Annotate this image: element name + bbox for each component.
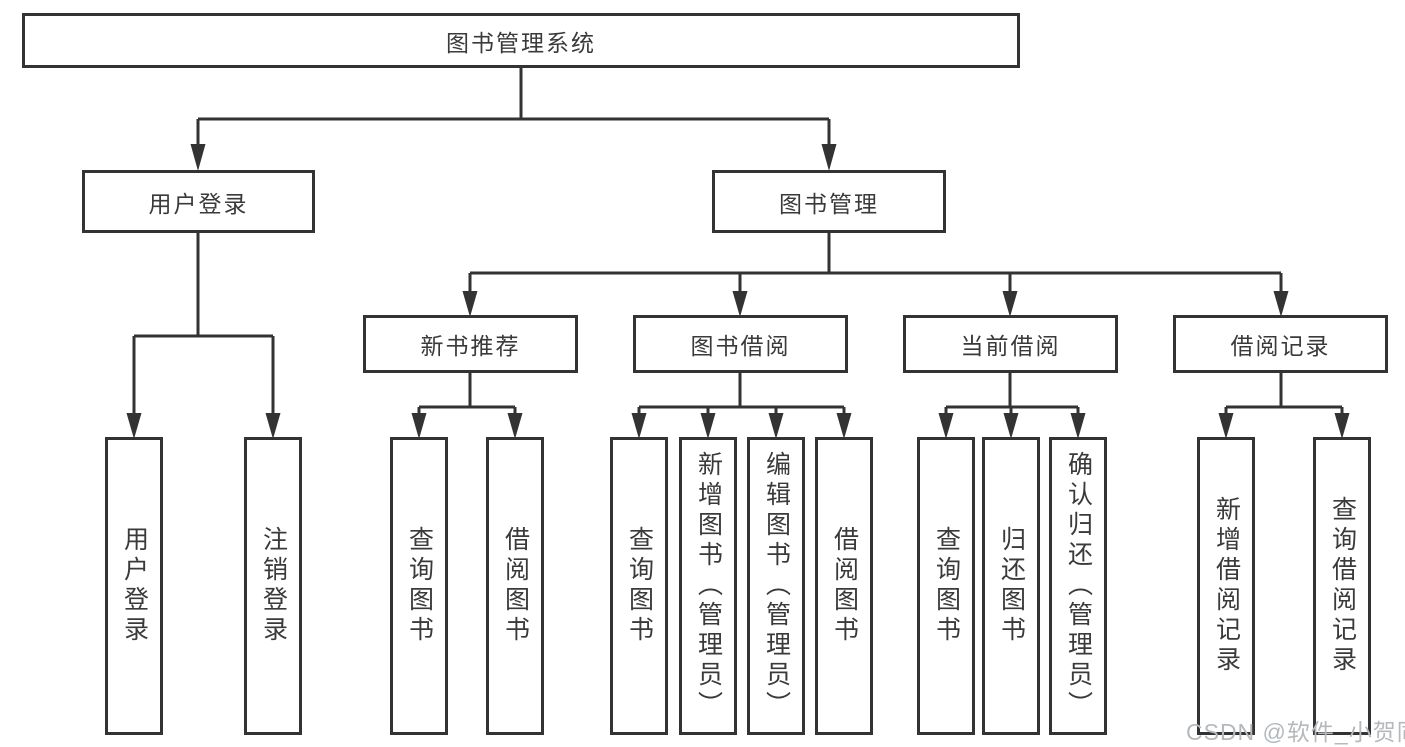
node-user-login: 用户登录: [82, 170, 315, 233]
leaf-user-login: 用户登录: [105, 437, 163, 735]
leaf-borrow-books-1: 借阅图书: [486, 437, 544, 735]
leaf-query-books-3: 查询图书: [917, 437, 975, 735]
leaf-edit-books-admin: 编辑图书（管理员）: [747, 437, 805, 735]
leaf-query-borrow-record: 查询借阅记录: [1313, 437, 1371, 735]
leaf-confirm-return-admin: 确认归还（管理员）: [1049, 437, 1107, 735]
leaf-borrow-books-2: 借阅图书: [815, 437, 873, 735]
node-borrowing-records: 借阅记录: [1173, 315, 1388, 373]
leaf-add-borrow-record: 新增借阅记录: [1197, 437, 1255, 735]
arrowheads: [126, 144, 1350, 439]
csdn-watermark: CSDN @软件_小贺同学: [1186, 719, 1405, 745]
node-book-borrowing: 图书借阅: [633, 315, 848, 373]
leaf-add-books-admin: 新增图书（管理员）: [679, 437, 737, 735]
leaf-query-books-2: 查询图书: [610, 437, 668, 735]
node-library-management-system: 图书管理系统: [22, 13, 1020, 68]
node-current-borrowing: 当前借阅: [903, 315, 1118, 373]
node-new-book-recommendation: 新书推荐: [363, 315, 578, 373]
leaf-logout: 注销登录: [244, 437, 302, 735]
leaf-query-books-1: 查询图书: [390, 437, 448, 735]
leaf-return-books: 归还图书: [982, 437, 1040, 735]
node-book-management: 图书管理: [712, 170, 946, 233]
